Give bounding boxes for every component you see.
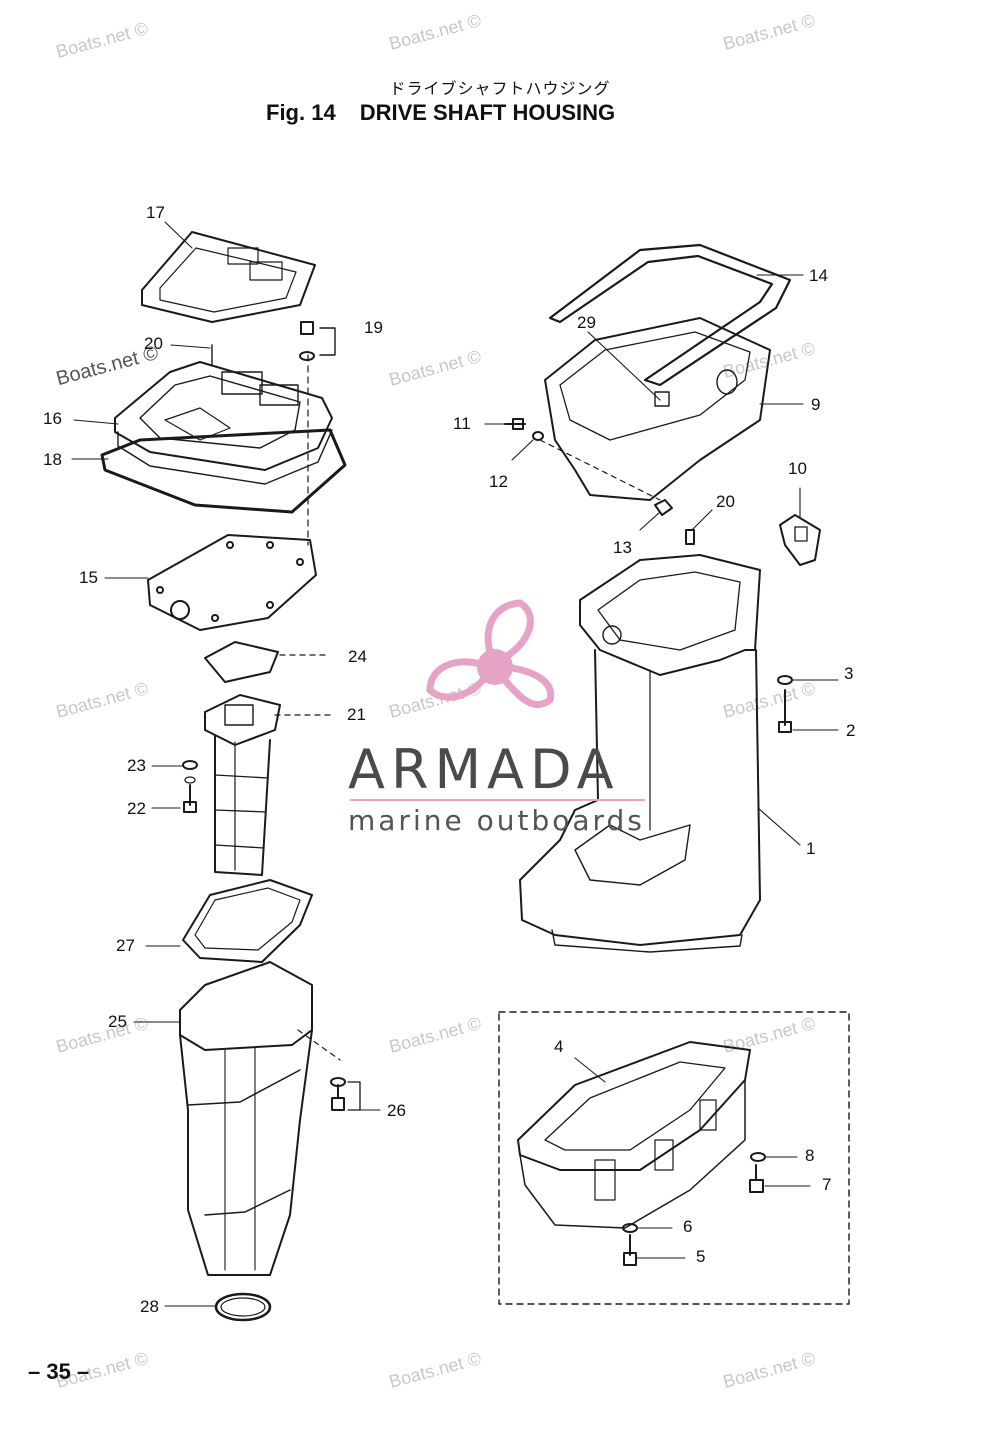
upper-gasket-17 [141,231,316,323]
callout-26: 26 [387,1101,406,1120]
figure-name: DRIVE SHAFT HOUSING [359,100,616,125]
apron-9 [544,317,771,501]
washer-12 [532,431,544,441]
dowel-20-right [685,529,695,545]
callout-12: 12 [489,472,508,491]
nut-13 [654,499,673,516]
logo-tagline: marine outboards [348,804,645,837]
drive-shaft-housing-1 [519,554,761,953]
figure-number: Fig. 14 [266,100,336,125]
muffler-25 [179,961,313,1276]
japanese-title: ドライブシャフトハウジング [389,79,611,98]
gasket-15 [147,534,317,631]
inset-frame [498,1011,850,1305]
callout-15: 15 [79,568,98,587]
callout-29: 29 [577,313,596,332]
propeller-logo-icon [426,599,555,709]
figure-title: Fig. 14 DRIVE SHAFT HOUSING [266,100,615,126]
callout-2: 2 [846,721,856,740]
callout-20-right: 20 [716,492,735,511]
seal-18 [100,428,347,514]
callout-16: 16 [43,409,62,428]
callout-19: 19 [364,318,383,337]
washer-8 [750,1152,766,1162]
rubber-seal-14 [548,243,792,387]
washer-3 [777,675,793,685]
callout-7: 7 [822,1175,832,1194]
logo-wordmark: ARMADA [348,738,620,801]
bolt-19 [299,321,336,361]
callout-13: 13 [613,538,632,557]
callout-22: 22 [127,799,146,818]
gasket-24 [204,641,279,683]
page-number: – 35 – [28,1359,90,1384]
leader-lines [71,221,839,1307]
callout-17: 17 [146,203,165,222]
o-ring-28 [214,1292,272,1322]
exhaust-plate-16 [114,361,333,485]
screw-11 [504,418,526,430]
bolt-26 [331,1084,345,1111]
callout-18: 18 [43,450,62,469]
bolt-2 [778,689,792,733]
callout-14: 14 [809,266,828,285]
bolt-7 [749,1164,764,1193]
callout-6: 6 [683,1217,693,1236]
callout-28: 28 [140,1297,159,1316]
callout-27: 27 [116,936,135,955]
callout-3: 3 [844,664,854,683]
exhaust-tube-21 [204,694,281,876]
pin-10 [779,514,821,566]
callout-23: 23 [127,756,146,775]
callout-4: 4 [554,1037,564,1056]
callout-1: 1 [806,839,816,858]
callout-25: 25 [108,1012,127,1031]
bolt-22 [183,784,197,813]
callout-8: 8 [805,1146,815,1165]
bolt-5 [623,1234,637,1266]
washer-23 [182,760,198,770]
gasket-27 [182,879,313,963]
callout-9: 9 [811,395,821,414]
callout-24: 24 [348,647,367,666]
callout-21: 21 [347,705,366,724]
callout-11: 11 [453,414,471,433]
callout-20-left: 20 [144,334,163,353]
callout-10: 10 [788,459,807,478]
oil-pan-4 [517,1041,751,1229]
logo-underline [350,799,645,801]
callout-5: 5 [696,1247,706,1266]
